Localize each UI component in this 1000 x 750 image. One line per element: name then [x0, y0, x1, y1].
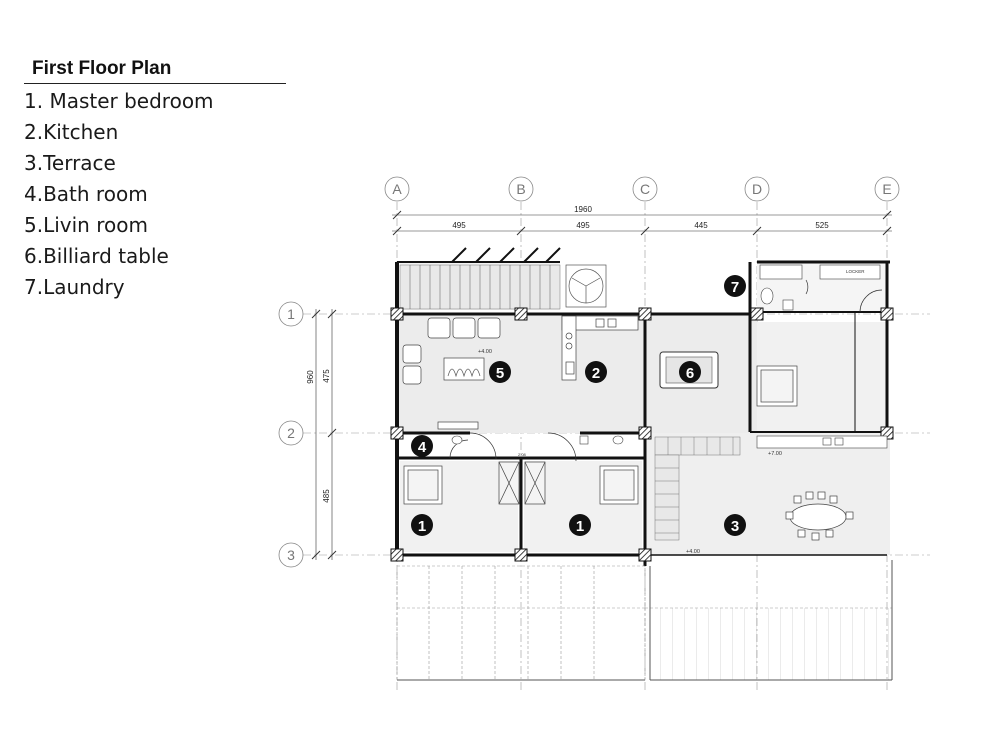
left-dimensions: 960 475 485	[306, 309, 337, 560]
plan-title: First Floor Plan	[24, 56, 286, 84]
terrace-dining-table	[785, 491, 854, 541]
svg-text:7: 7	[731, 279, 739, 296]
room-markers: 5 2 6 7 4 1 1 3	[411, 275, 746, 536]
level-annotation-terrace-top: +7.00	[768, 451, 782, 457]
room-marker-kitchen: 2	[585, 361, 607, 383]
grid-bubble-b: B	[508, 176, 534, 202]
grid-bubble-2: 2	[278, 420, 304, 446]
room-marker-living: 5	[489, 361, 511, 383]
svg-text:1: 1	[576, 518, 584, 535]
legend-item-master-bedroom: 1. Master bedroom	[24, 89, 214, 113]
terrace-stairs	[654, 436, 741, 541]
svg-text:1: 1	[287, 306, 295, 322]
legend: First Floor Plan 1. Master bedroom 2.Kit…	[24, 56, 286, 303]
room-marker-bedroom-right: 1	[569, 514, 591, 536]
terrace-outer-edge	[397, 560, 893, 681]
bathroom-fixtures	[451, 435, 624, 445]
grid-bubble-c: C	[632, 176, 658, 202]
door-swings	[449, 279, 883, 462]
bedroom-furniture	[403, 365, 798, 505]
svg-text:E: E	[882, 181, 891, 197]
legend-item-billiard-table: 6.Billiard table	[24, 244, 169, 268]
legend-item-terrace: 3.Terrace	[24, 151, 116, 175]
segment-de-label: 525	[815, 221, 829, 230]
legend-item-laundry: 7.Laundry	[24, 275, 125, 299]
overall-width-label: 1960	[574, 205, 592, 214]
svg-text:5: 5	[496, 365, 504, 382]
segment-cd-label: 445	[694, 221, 708, 230]
locker-label: LOCKER	[846, 269, 865, 274]
segment-ab-label: 495	[452, 221, 466, 230]
level-annotation-living: +4.00	[478, 349, 492, 355]
room-marker-bath: 4	[411, 435, 433, 457]
room-marker-laundry: 7	[724, 275, 746, 297]
staircase	[399, 247, 561, 310]
grid-row-bubbles: 1 2 3	[278, 301, 304, 568]
svg-text:3: 3	[287, 547, 295, 563]
legend-item-kitchen: 2.Kitchen	[24, 120, 119, 144]
laundry-fixtures: LOCKER	[759, 264, 881, 311]
segment-bc-label: 495	[576, 221, 590, 230]
grid-bubble-d: D	[744, 176, 770, 202]
skylight-fan	[565, 264, 607, 308]
legend-list: 1. Master bedroom 2.Kitchen 3.Terrace 4.…	[24, 86, 286, 303]
grid-bubble-1: 1	[278, 301, 304, 327]
room-marker-bedroom-left: 1	[411, 514, 433, 536]
grid-bubble-a: A	[384, 176, 410, 202]
svg-text:D: D	[752, 181, 762, 197]
svg-text:2: 2	[592, 365, 600, 382]
room-marker-billiard: 6	[679, 361, 701, 383]
grid-bubble-e: E	[874, 176, 900, 202]
overall-height-label: 960	[306, 370, 315, 384]
terrace-counter	[756, 435, 888, 449]
svg-text:6: 6	[686, 365, 694, 382]
row-segment-23-label: 485	[322, 489, 331, 503]
svg-text:3: 3	[731, 518, 739, 535]
kitchen-counters	[561, 315, 639, 381]
legend-item-bathroom: 4.Bath room	[24, 182, 148, 206]
living-room-furniture	[402, 317, 501, 430]
svg-text:4: 4	[418, 439, 427, 456]
grid-column-bubbles: A B C D E	[384, 176, 900, 202]
svg-text:A: A	[392, 181, 402, 197]
svg-text:2: 2	[287, 425, 295, 441]
top-dimensions: 1960 495 495 445 525	[392, 205, 892, 236]
level-annotation-terrace: +4.00	[686, 549, 700, 555]
svg-text:B: B	[516, 181, 525, 197]
legend-item-living-room: 5.Livin room	[24, 213, 148, 237]
corridor-dimension: 2.08	[518, 452, 527, 457]
room-marker-terrace: 3	[724, 514, 746, 536]
grid-bubble-3: 3	[278, 542, 304, 568]
row-segment-12-label: 475	[322, 369, 331, 383]
svg-text:1: 1	[418, 518, 426, 535]
svg-text:C: C	[640, 181, 650, 197]
